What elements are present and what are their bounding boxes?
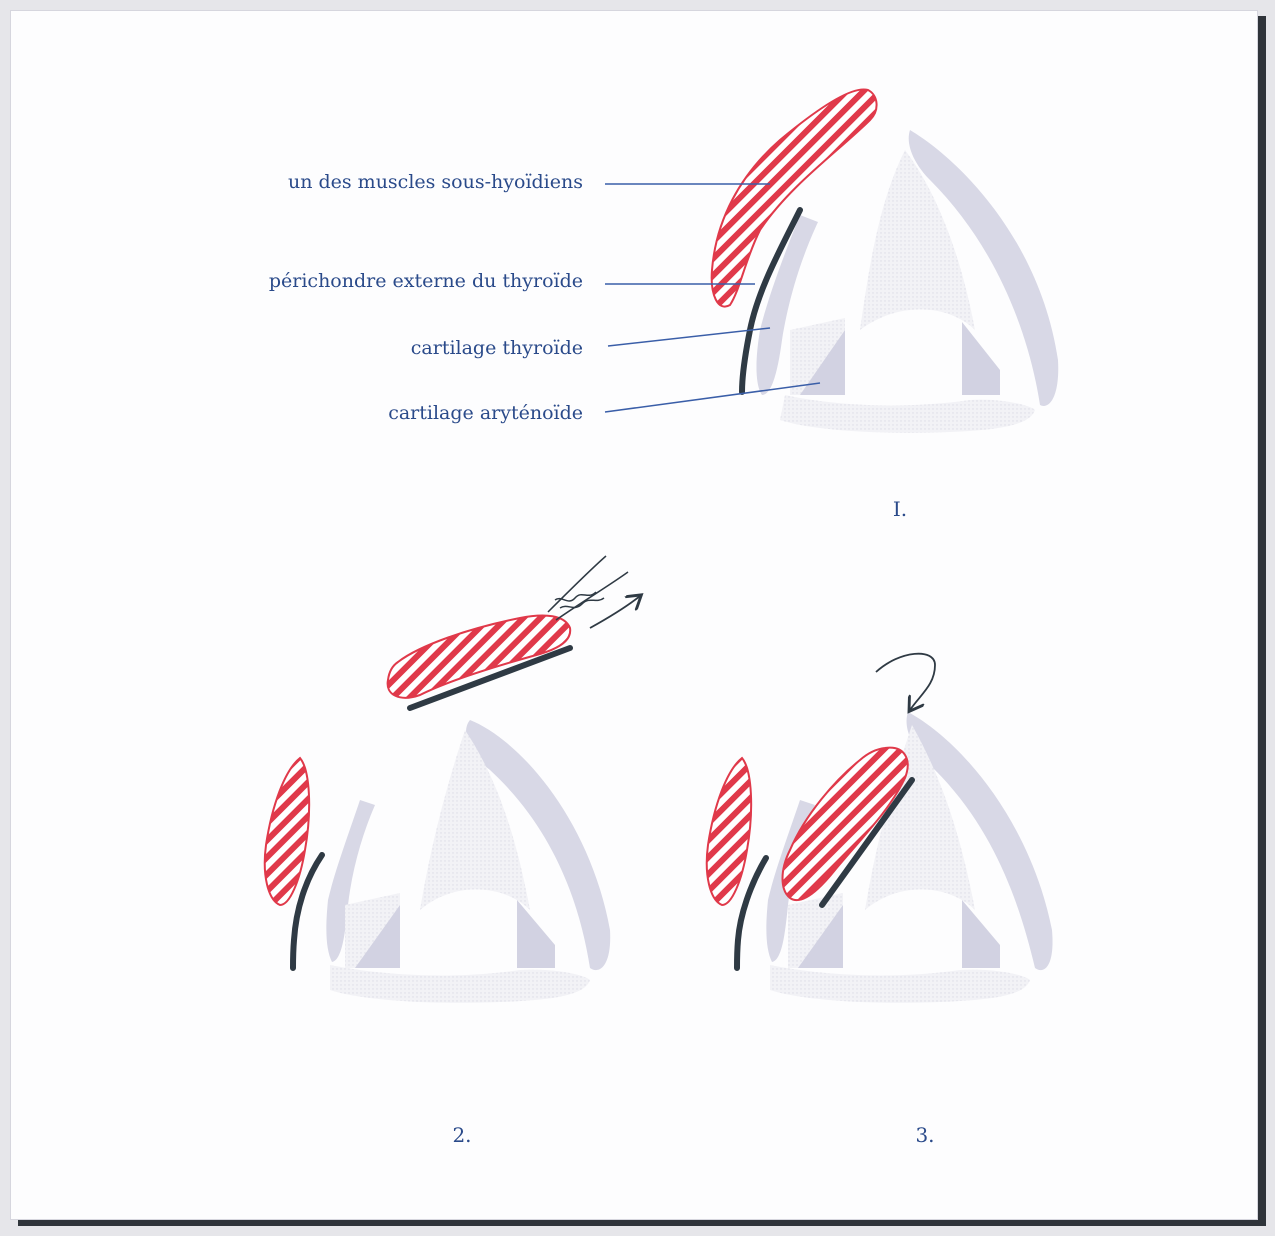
arytenoid-cartilage-shape-3 xyxy=(788,893,843,968)
label-arytenoid: cartilage aryténoïde xyxy=(388,402,583,424)
panel-3-number: 3. xyxy=(915,1123,934,1147)
muscle-shape-3a xyxy=(707,758,751,905)
muscle-shape-2 xyxy=(265,758,309,905)
label-muscle: un des muscles sous-hyoïdiens xyxy=(288,171,583,193)
arytenoid-cartilage-shape-2 xyxy=(345,893,400,968)
panel-2-number: 2. xyxy=(452,1123,471,1147)
panel-1: un des muscles sous-hyoïdiens périchondr… xyxy=(269,89,1058,521)
label-thyroid: cartilage thyroïde xyxy=(411,337,583,359)
forceps-icon xyxy=(548,556,628,620)
panel-3: 3. xyxy=(707,654,1053,1147)
panel-1-number: I. xyxy=(893,497,907,521)
label-perichondrium: périchondre externe du thyroïde xyxy=(269,270,583,292)
reposition-arrow xyxy=(876,654,935,710)
panel-2: 2. xyxy=(265,556,640,1147)
